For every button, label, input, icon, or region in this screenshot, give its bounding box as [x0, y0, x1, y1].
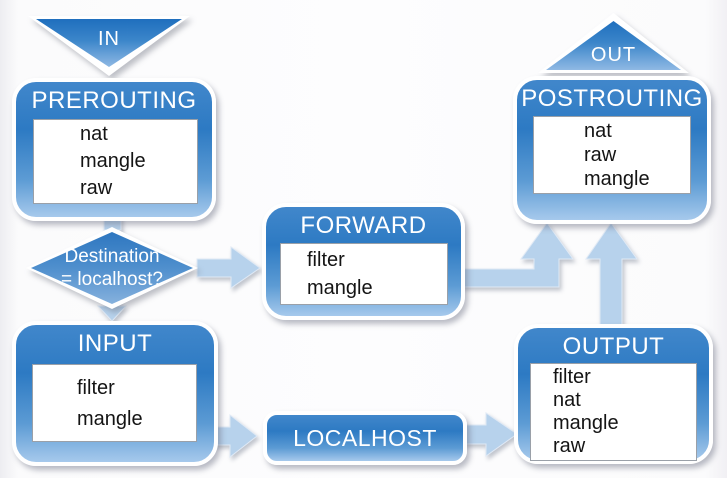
in-label: IN: [98, 28, 120, 50]
output-tables-panel: filter nat mangle raw: [530, 363, 697, 461]
arrow-localhost-to-output: [463, 412, 518, 457]
table-item: nat: [80, 123, 108, 145]
table-item: filter: [77, 377, 115, 399]
table-item: mangle: [77, 408, 143, 430]
arrow-decision-to-forward: [196, 246, 261, 289]
prerouting-title: PREROUTING: [31, 87, 197, 114]
input-title: INPUT: [77, 330, 153, 357]
prerouting-tables-panel: nat mangle raw: [33, 119, 198, 204]
decision-line1: Destination: [64, 246, 160, 267]
forward-tables-panel: filter mangle: [280, 243, 448, 305]
in-triangle: IN: [28, 16, 190, 76]
out-label: OUT: [590, 44, 637, 66]
postrouting-title: POSTROUTING: [521, 85, 703, 112]
postrouting-box: POSTROUTING nat raw mangle: [513, 76, 711, 224]
decision-diamond: Destination = localhost?: [26, 227, 198, 309]
table-item: nat: [553, 389, 581, 411]
table-item: mangle: [80, 150, 146, 172]
prerouting-box: PREROUTING nat mangle raw: [12, 78, 216, 221]
table-item: mangle: [307, 277, 373, 299]
localhost-title: LOCALHOST: [293, 425, 437, 451]
arrow-output-to-postrouting: [585, 222, 638, 333]
table-item: raw: [584, 144, 617, 166]
table-item: nat: [584, 120, 612, 142]
input-tables-panel: filter mangle: [32, 364, 197, 442]
decision-text: Destination = localhost?: [26, 227, 198, 309]
forward-box: FORWARD filter mangle: [262, 203, 465, 320]
table-item: raw: [553, 435, 586, 457]
output-box: OUTPUT filter nat mangle raw: [514, 324, 713, 464]
forward-title: FORWARD: [300, 212, 427, 239]
postrouting-tables-panel: nat raw mangle: [533, 116, 691, 194]
table-item: filter: [307, 249, 345, 271]
arrow-forward-to-postrouting: [461, 222, 574, 288]
table-item: mangle: [553, 412, 619, 434]
localhost-box: LOCALHOST: [263, 411, 467, 465]
table-item: raw: [80, 177, 113, 199]
output-title: OUTPUT: [562, 333, 665, 360]
out-triangle: OUT: [538, 13, 689, 73]
input-box: INPUT filter mangle: [12, 321, 218, 466]
table-item: mangle: [584, 168, 650, 190]
decision-line2: = localhost?: [61, 269, 163, 290]
table-item: filter: [553, 366, 591, 388]
